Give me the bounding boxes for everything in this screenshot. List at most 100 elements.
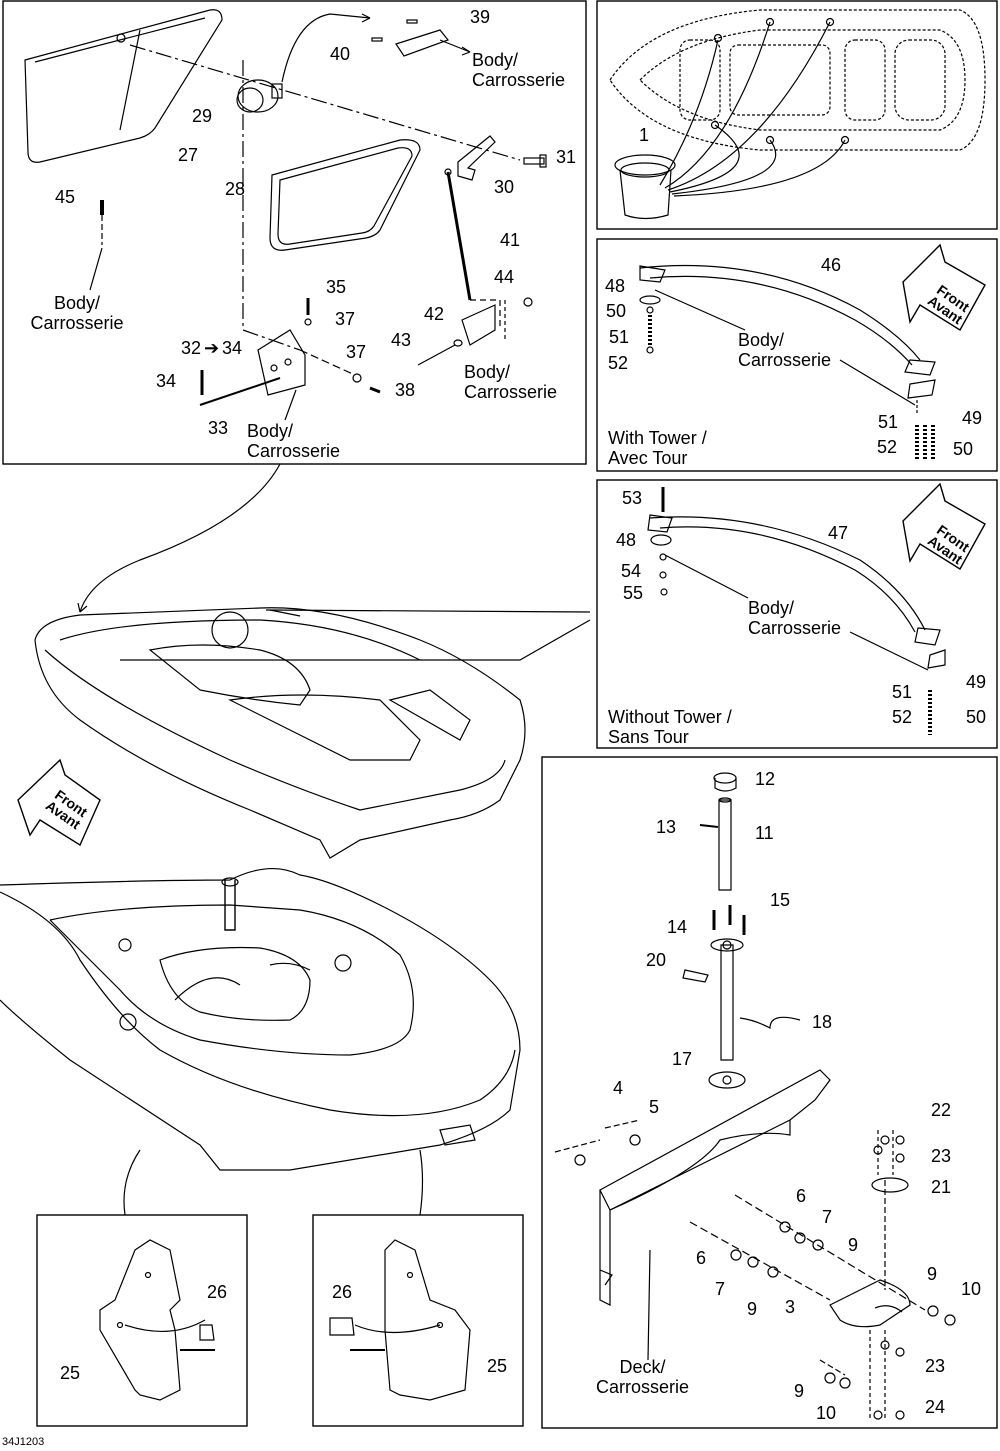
deck-section bbox=[599, 1069, 831, 1306]
part-label-55: 55 bbox=[623, 583, 644, 603]
tower-fasteners-left bbox=[639, 295, 661, 354]
part-label-6b: 6 bbox=[696, 1248, 707, 1268]
part-label-46: 46 bbox=[821, 255, 842, 275]
part-label-27: 27 bbox=[178, 145, 199, 165]
pylon-mount-bracket-3 bbox=[829, 1279, 911, 1328]
part-label-12: 12 bbox=[755, 769, 776, 789]
part-label-9b: 9 bbox=[927, 1264, 938, 1284]
part-label-7a: 7 bbox=[822, 1207, 833, 1227]
part-label-9c: 9 bbox=[747, 1299, 758, 1319]
base-plate-17 bbox=[708, 1071, 746, 1089]
panel-frame-hatch bbox=[2, 0, 587, 465]
pylon-shaft-11 bbox=[718, 797, 732, 891]
callout-body-6: Body/Carrosserie bbox=[748, 598, 842, 638]
part-label-30: 30 bbox=[494, 177, 515, 197]
panel-frame-with-tower bbox=[596, 238, 998, 472]
part-label-34a: 34 bbox=[222, 338, 243, 358]
part-label-18: 18 bbox=[812, 1012, 833, 1032]
front-arrow-2 bbox=[902, 482, 986, 570]
bumper-section-left bbox=[99, 1239, 215, 1401]
deck-topview bbox=[609, 9, 986, 151]
boat-overview bbox=[34, 607, 526, 859]
part-label-53: 53 bbox=[622, 488, 643, 508]
part-label-49b: 49 bbox=[966, 672, 987, 692]
part-label-5: 5 bbox=[649, 1097, 660, 1117]
part-label-1: 1 bbox=[639, 125, 650, 145]
part-label-48a: 48 bbox=[605, 276, 626, 296]
with-tower-caption: With Tower /Avec Tour bbox=[608, 428, 707, 468]
part-label-20: 20 bbox=[646, 950, 667, 970]
part-label-37a: 37 bbox=[335, 309, 356, 329]
part-label-43: 43 bbox=[391, 330, 412, 350]
callout-body-2: Body/Carrosserie bbox=[30, 293, 124, 333]
cap-12 bbox=[713, 772, 737, 792]
part-label-52a: 52 bbox=[608, 353, 629, 373]
part-label-23a: 23 bbox=[931, 1146, 952, 1166]
part-label-38: 38 bbox=[395, 380, 416, 400]
part-label-33: 33 bbox=[208, 418, 229, 438]
part-label-41: 41 bbox=[500, 230, 521, 250]
part-label-24: 24 bbox=[925, 1397, 946, 1417]
strike-39 bbox=[371, 19, 449, 57]
part-label-4: 4 bbox=[613, 1078, 624, 1098]
part-label-9d: 9 bbox=[794, 1381, 805, 1401]
grab-handle-46 bbox=[639, 264, 936, 376]
axis-dashed-1 bbox=[129, 44, 521, 161]
part-label-51b: 51 bbox=[878, 412, 899, 432]
part-label-25b: 25 bbox=[487, 1356, 508, 1376]
part-label-22: 22 bbox=[931, 1100, 952, 1120]
part-label-17: 17 bbox=[672, 1049, 693, 1069]
callout-deck: Deck/Carrosserie bbox=[596, 1357, 690, 1397]
part-label-54: 54 bbox=[621, 561, 642, 581]
bracket-42 bbox=[461, 304, 496, 346]
grab-handle-47 bbox=[647, 514, 941, 646]
part-label-52b: 52 bbox=[877, 437, 898, 457]
panel-frame-without-tower bbox=[596, 479, 998, 749]
bumper-section-right bbox=[329, 1239, 471, 1401]
tower-fasteners-right bbox=[907, 379, 936, 460]
part-label-10b: 10 bbox=[816, 1403, 837, 1423]
part-label-35: 35 bbox=[326, 277, 347, 297]
gas-spring-41 bbox=[444, 168, 472, 301]
part-label-50b: 50 bbox=[953, 439, 974, 459]
part-label-49a: 49 bbox=[962, 408, 983, 428]
latch-leader bbox=[281, 13, 371, 83]
panel-frame-bumper-left bbox=[36, 1214, 248, 1427]
part-label-37b: 37 bbox=[346, 342, 367, 362]
bow-closeup bbox=[0, 867, 521, 1171]
part-label-6a: 6 bbox=[796, 1186, 807, 1206]
part-label-51a: 51 bbox=[609, 327, 630, 347]
without-tower-caption: Without Tower /Sans Tour bbox=[608, 707, 732, 747]
callout-body-3: Body/Carrosserie bbox=[464, 362, 558, 402]
part-label-42: 42 bbox=[424, 304, 445, 324]
part-label-13: 13 bbox=[656, 817, 677, 837]
part-label-10a: 10 bbox=[961, 1279, 982, 1299]
callout-body-1: Body/Carrosserie bbox=[472, 50, 566, 90]
part-label-52c: 52 bbox=[892, 707, 913, 727]
front-arrow-1 bbox=[902, 243, 986, 331]
part-label-31: 31 bbox=[556, 147, 577, 167]
panel-frame-bumper-right bbox=[312, 1214, 524, 1427]
pin-43 bbox=[417, 339, 463, 366]
part-label-32: 32 bbox=[181, 338, 202, 358]
callout-body-5: Body/Carrosserie bbox=[738, 330, 832, 370]
part-label-25a: 25 bbox=[60, 1363, 81, 1383]
part-label-11: 11 bbox=[755, 823, 774, 843]
part-label-44: 44 bbox=[494, 267, 515, 287]
callout-body-4: Body/Carrosserie bbox=[247, 421, 341, 461]
part-label-26b: 26 bbox=[332, 1282, 353, 1302]
part-label-15: 15 bbox=[770, 890, 791, 910]
panel-frame-cupholders bbox=[596, 0, 998, 230]
latch-29 bbox=[236, 79, 283, 113]
part-label-14: 14 bbox=[667, 917, 688, 937]
part-label-21: 21 bbox=[931, 1177, 952, 1197]
front-arrow-3 bbox=[17, 758, 101, 847]
bracket-30 bbox=[457, 135, 496, 181]
part-label-47: 47 bbox=[828, 523, 849, 543]
glovebox-door-27 bbox=[24, 9, 223, 163]
part-label-45: 45 bbox=[55, 187, 76, 207]
cupholder-1 bbox=[614, 154, 676, 220]
part-label-50c: 50 bbox=[966, 707, 987, 727]
pylon-tube-14 bbox=[710, 938, 744, 1061]
